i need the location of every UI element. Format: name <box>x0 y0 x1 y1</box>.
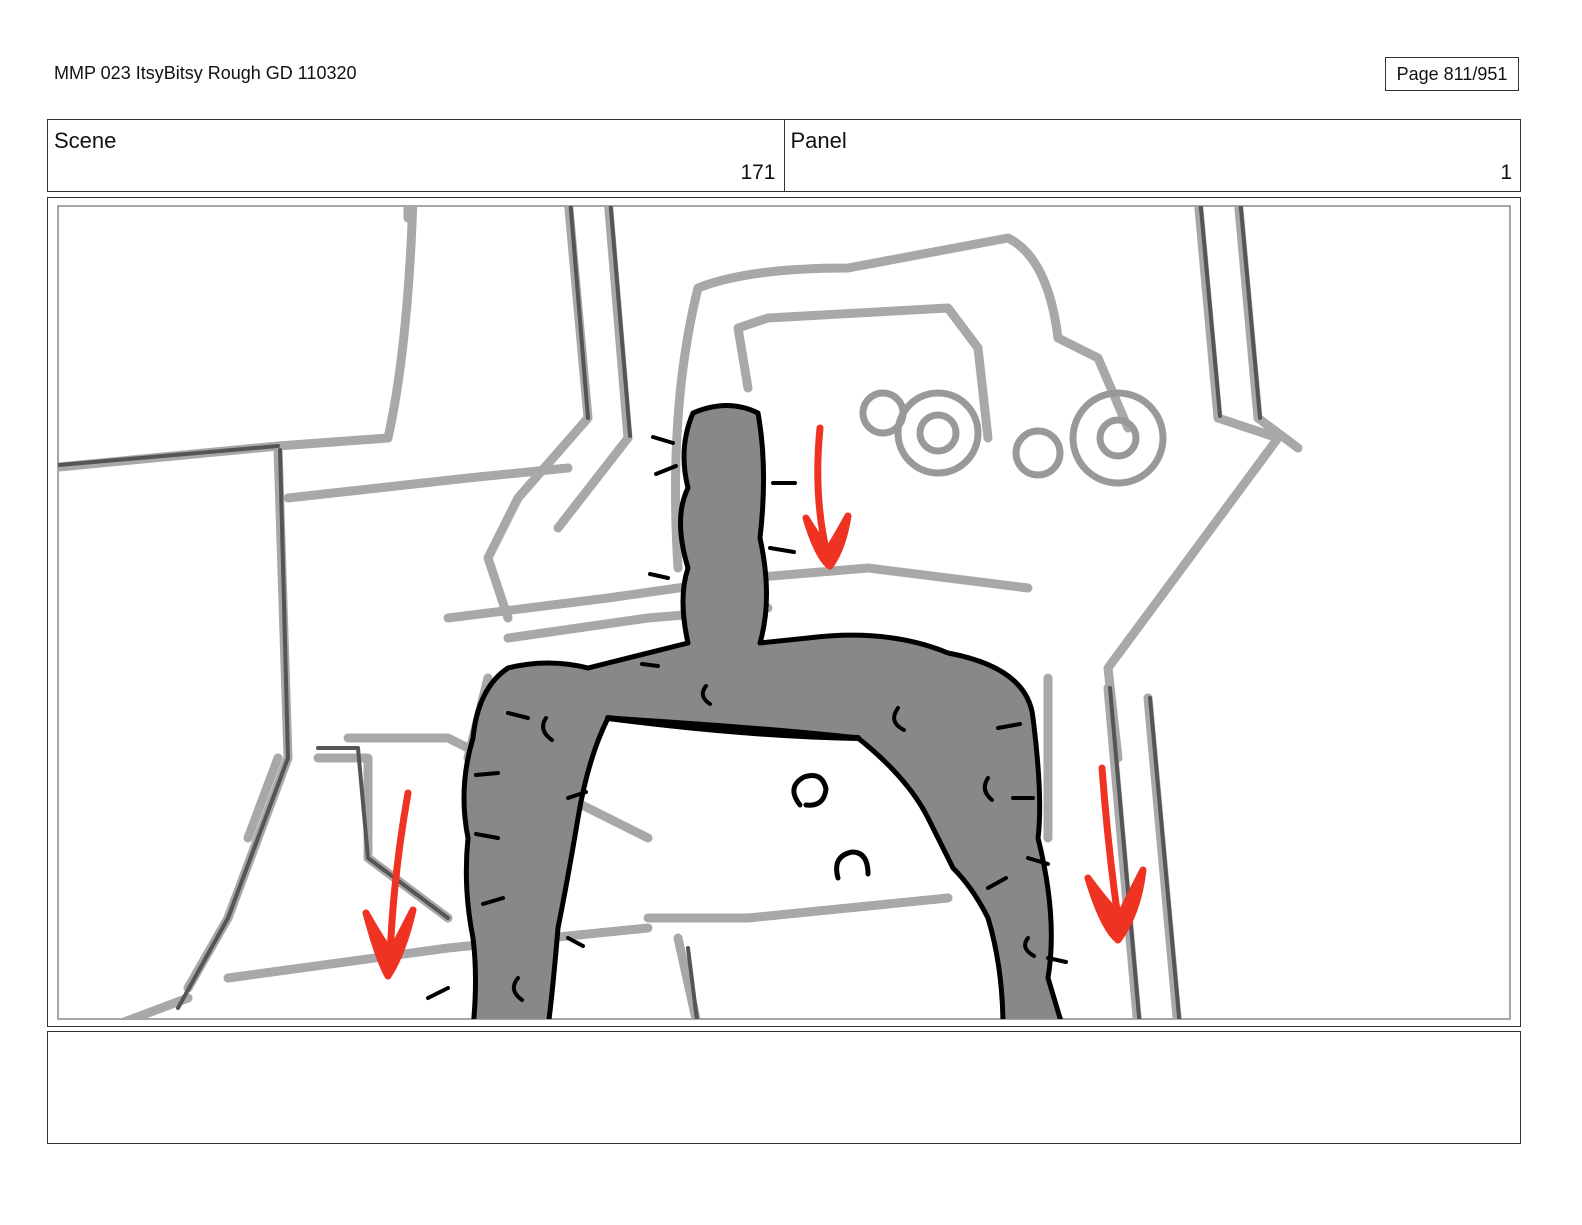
creature-figure <box>426 403 1068 1019</box>
panel-notes-box <box>47 1031 1521 1144</box>
page-indicator: Page 811/951 <box>1385 57 1519 91</box>
storyboard-sketch-image <box>57 205 1511 1020</box>
scene-panel-header: Scene 171 Panel 1 <box>47 119 1521 192</box>
window-flowers-sketch <box>859 389 1167 487</box>
panel-cell: Panel 1 <box>783 120 1521 191</box>
scene-number: 171 <box>740 161 776 184</box>
panel-number: 1 <box>1500 161 1512 184</box>
storyboard-panel <box>47 197 1521 1027</box>
scene-label: Scene <box>54 128 117 153</box>
scene-cell: Scene 171 <box>48 120 784 191</box>
document-title: MMP 023 ItsyBitsy Rough GD 110320 <box>54 63 357 83</box>
panel-label: Panel <box>790 128 847 153</box>
building-dark-lines <box>58 206 1262 1019</box>
motion-arrows <box>362 424 1147 980</box>
